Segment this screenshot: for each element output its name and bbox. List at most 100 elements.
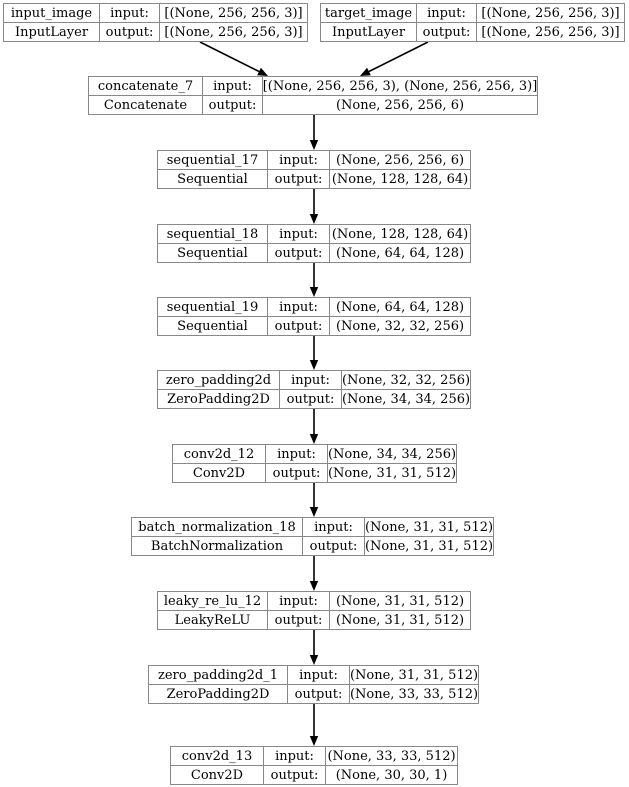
node-input-shape: [(None, 256, 256, 3)] xyxy=(481,5,620,21)
node-input-shape: (None, 64, 64, 128) xyxy=(335,299,465,315)
edge-concatenate_7-to-sequential_17 xyxy=(309,115,319,150)
node-class-name: ZeroPadding2D xyxy=(149,685,288,703)
node-input-label: input: xyxy=(288,666,350,684)
arrowhead-icon xyxy=(309,140,319,150)
node-output-shape: (None, 31, 31, 512) xyxy=(335,612,465,628)
edge-sequential_17-to-sequential_18 xyxy=(309,189,319,224)
edge-leaky_re_lu_12-to-zero_padding2d_1 xyxy=(309,630,319,665)
node-layer-name: zero_padding2d_1 xyxy=(149,666,288,684)
edge-line xyxy=(199,41,260,73)
node-input-label: input: xyxy=(100,4,160,22)
node-output-label: output: xyxy=(288,685,350,703)
node-output-label: output: xyxy=(303,537,365,555)
node-layer-name: sequential_19 xyxy=(158,298,268,316)
node-class-name: Conv2D xyxy=(171,766,264,784)
node-output-shape: (None, 32, 32, 256) xyxy=(335,318,465,334)
arrowhead-icon xyxy=(309,434,319,444)
node-input-label: input: xyxy=(266,445,328,463)
node-output-shape: (None, 30, 30, 1) xyxy=(335,767,448,783)
arrowhead-icon xyxy=(360,67,371,76)
node-layer-name: conv2d_12 xyxy=(173,445,266,463)
node-layer-name: input_image xyxy=(4,4,100,22)
node-output-label: output: xyxy=(266,464,328,482)
node-input-shape: (None, 256, 256, 6) xyxy=(335,152,465,168)
node-input-label: input: xyxy=(280,371,342,389)
node-layer-name: batch_normalization_18 xyxy=(132,518,303,536)
node-layer-name: conv2d_13 xyxy=(171,747,264,765)
node-output-shape: [(None, 256, 256, 3)] xyxy=(164,24,303,40)
arrowhead-icon xyxy=(309,360,319,370)
node-class-name: ZeroPadding2D xyxy=(158,390,280,408)
node-class-name: BatchNormalization xyxy=(132,537,303,555)
edge-line xyxy=(368,41,429,73)
node-input-shape: (None, 33, 33, 512) xyxy=(327,748,456,764)
node-layer-name: zero_padding2d xyxy=(158,371,280,389)
node-layer-name: target_image xyxy=(321,4,417,22)
node-class-name: LeakyReLU xyxy=(158,611,268,629)
arrowhead-icon xyxy=(309,287,319,297)
node-output-label: output: xyxy=(100,23,160,41)
node-layer-name: sequential_18 xyxy=(158,225,268,243)
edge-batch_normalization_18-to-leaky_re_lu_12 xyxy=(309,556,319,591)
node-input-shape: (None, 31, 31, 512) xyxy=(335,593,465,609)
edge-conv2d_12-to-batch_normalization_18 xyxy=(309,483,319,517)
node-output-shape: (None, 31, 31, 512) xyxy=(328,465,456,481)
node-output-shape: [(None, 256, 256, 3)] xyxy=(481,24,620,40)
node-input-label: input: xyxy=(268,298,330,316)
node-class-name: Conv2D xyxy=(173,464,266,482)
node-input-label: input: xyxy=(268,225,330,243)
node-input-shape: [(None, 256, 256, 3), (None, 256, 256, 3… xyxy=(263,78,537,94)
arrowhead-icon xyxy=(309,507,319,517)
node-input-shape: (None, 32, 32, 256) xyxy=(342,372,470,388)
edge-input_image-to-concatenate_7 xyxy=(199,41,268,76)
node-input-label: input: xyxy=(417,4,477,22)
node-class-name: InputLayer xyxy=(321,23,417,41)
node-output-shape: (None, 128, 128, 64) xyxy=(331,171,469,187)
node-output-label: output: xyxy=(203,96,263,114)
node-input-label: input: xyxy=(203,77,263,95)
node-output-label: output: xyxy=(264,766,326,784)
arrowhead-icon xyxy=(309,581,319,591)
node-input-label: input: xyxy=(264,747,326,765)
node-input-label: input: xyxy=(268,592,330,610)
node-output-label: output: xyxy=(268,317,330,335)
node-output-shape: (None, 256, 256, 6) xyxy=(335,97,465,113)
node-input-shape: (None, 31, 31, 512) xyxy=(365,519,493,535)
node-input-shape: (None, 31, 31, 512) xyxy=(350,667,478,683)
node-class-name: InputLayer xyxy=(4,23,100,41)
node-input-shape: [(None, 256, 256, 3)] xyxy=(164,5,303,21)
node-layer-name: leaky_re_lu_12 xyxy=(158,592,268,610)
